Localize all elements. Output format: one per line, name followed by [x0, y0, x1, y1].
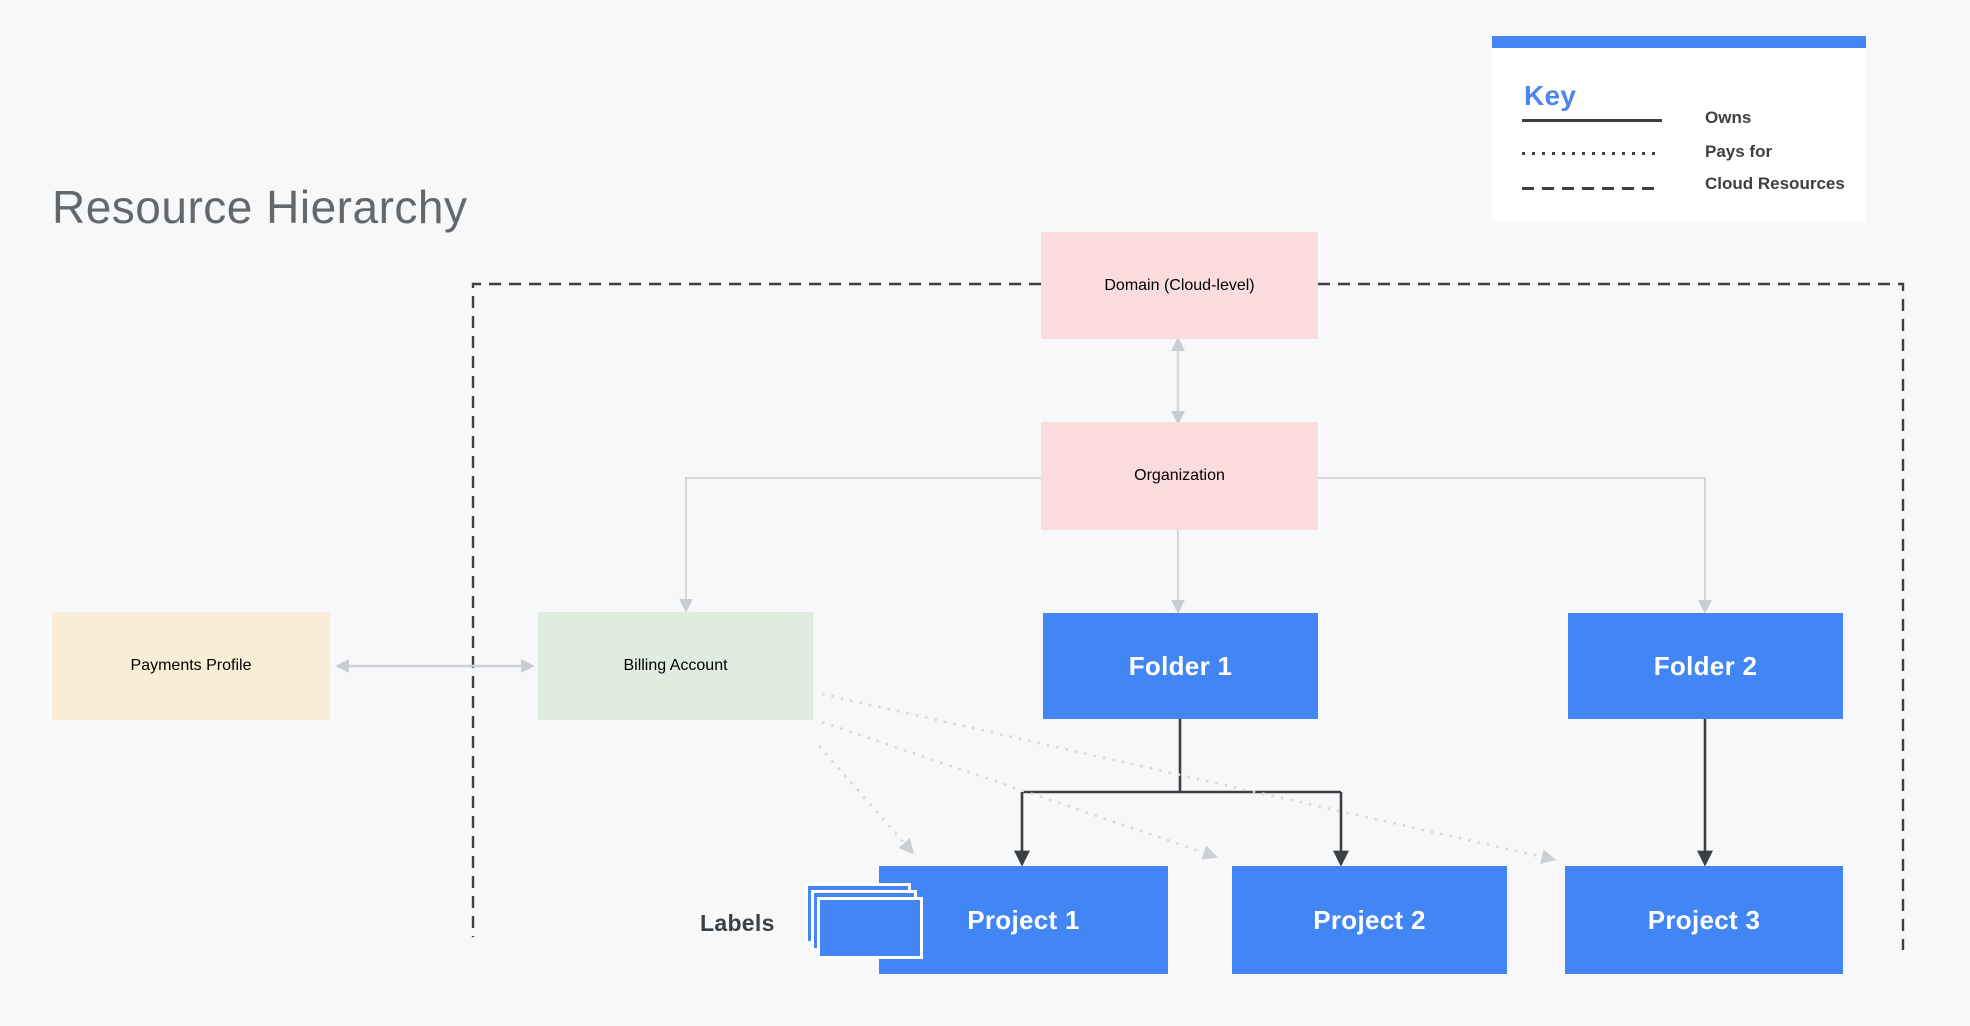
node-project-2: Project 2	[1232, 866, 1507, 974]
node-organization: Organization	[1041, 422, 1318, 530]
legend-item-owns: Owns	[1705, 108, 1752, 127]
legend-item-pays-for: Pays for	[1705, 142, 1773, 161]
node-folder-1-label: Folder 1	[1128, 650, 1233, 681]
node-folder-2: Folder 2	[1568, 613, 1843, 719]
node-project-1: Project 1	[879, 866, 1168, 974]
node-folder-1: Folder 1	[1043, 613, 1318, 719]
node-payments-profile-label: Payments Profile	[130, 657, 252, 674]
node-project-3-label: Project 3	[1647, 904, 1761, 935]
node-billing-account-label: Billing Account	[623, 657, 728, 674]
node-folder-2-label: Folder 2	[1653, 650, 1758, 681]
cloud-resources-boundary	[471, 282, 1905, 950]
page-title: Resource Hierarchy	[52, 181, 468, 233]
node-project-3: Project 3	[1565, 866, 1843, 974]
label-card-front	[817, 897, 923, 959]
edges-folder1-projects	[1014, 719, 1349, 867]
legend-accent-bar	[1492, 36, 1866, 48]
legend: Key Owns Pays for Cloud Resources	[1492, 36, 1866, 222]
labels-annotation: Labels	[700, 910, 775, 936]
edges-organization-children	[679, 477, 1712, 614]
edges-billing-pays-for	[818, 692, 1557, 865]
legend-item-cloud-resources: Cloud Resources	[1705, 174, 1845, 193]
node-billing-account: Billing Account	[538, 612, 813, 720]
legend-solid-line-sample	[1522, 119, 1662, 122]
legend-dashed-line-sample	[1522, 187, 1662, 190]
node-domain: Domain (Cloud-level)	[1041, 232, 1318, 339]
labels-stack-icon	[805, 883, 925, 961]
legend-dotted-line-sample	[1522, 152, 1662, 155]
node-project-1-label: Project 1	[967, 904, 1080, 935]
node-payments-profile: Payments Profile	[52, 612, 330, 720]
node-organization-label: Organization	[1134, 467, 1225, 484]
legend-title: Key	[1524, 80, 1577, 111]
node-project-2-label: Project 2	[1313, 904, 1426, 935]
node-domain-label: Domain (Cloud-level)	[1104, 276, 1255, 294]
